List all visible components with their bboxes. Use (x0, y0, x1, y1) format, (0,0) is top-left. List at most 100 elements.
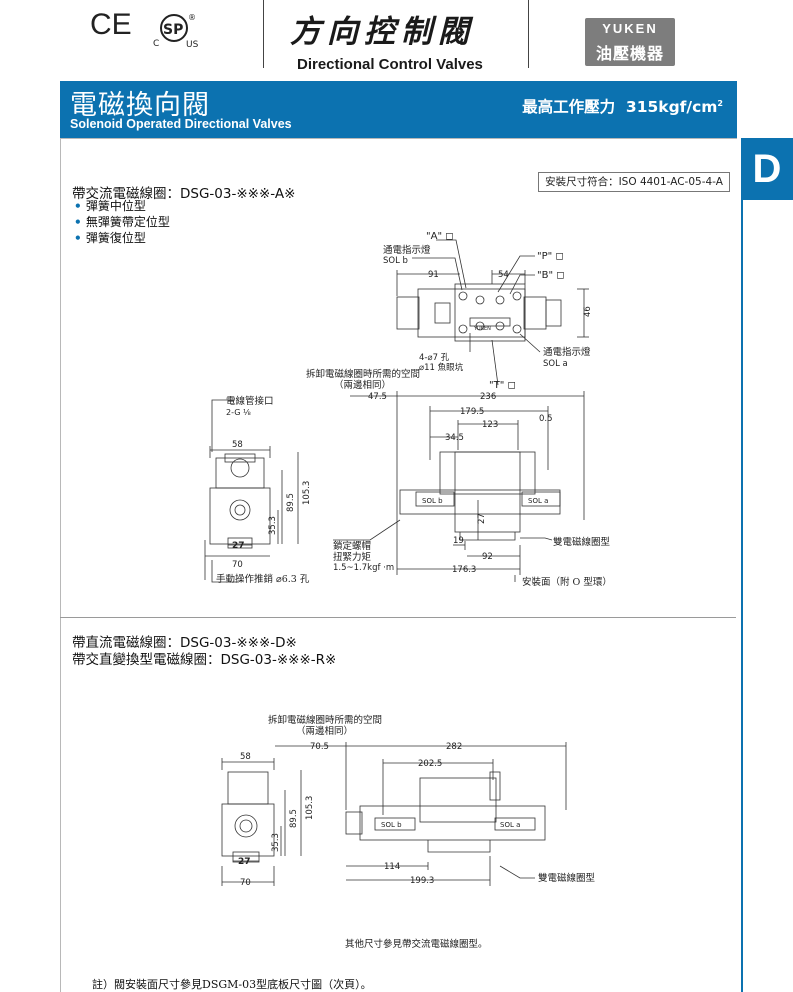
svg-text:YUKEN: YUKEN (473, 326, 491, 332)
svg-text:雙電磁線圈型: 雙電磁線圈型 (538, 872, 596, 884)
svg-text:電線管接口: 電線管接口 (226, 395, 274, 407)
svg-text:拆卸電磁線圈時所需的空間: 拆卸電磁線圈時所需的空間 (306, 368, 420, 380)
svg-text:105.3: 105.3 (305, 796, 315, 820)
dc-side-view-coil (227, 771, 269, 805)
svg-text:SP: SP (163, 22, 183, 38)
side-view-conduit (230, 458, 250, 478)
svg-text:27: 27 (477, 513, 487, 524)
header-divider-left (263, 0, 264, 68)
bullet-item: • 彈簧中位型 (74, 199, 146, 213)
svg-text:89.5: 89.5 (289, 809, 299, 828)
section-banner: 電磁換向閥 Solenoid Operated Directional Valv… (60, 81, 737, 138)
svg-text:35.3: 35.3 (268, 516, 278, 535)
svg-text:1.5~1.7kgf ·m: 1.5~1.7kgf ·m (333, 563, 394, 573)
svg-text:47.5: 47.5 (368, 392, 387, 402)
banner-title-en: Solenoid Operated Directional Valves (70, 117, 292, 131)
bullet-item: • 無彈簧帶定位型 (74, 215, 170, 229)
section-tab-d: D (741, 138, 793, 200)
svg-text:"T" ◻: "T" ◻ (489, 380, 516, 391)
svg-text:SOL b: SOL b (381, 821, 402, 829)
page-title-en: Directional Control Valves (297, 56, 483, 73)
svg-text:70: 70 (240, 878, 251, 888)
section2-drawing: 拆卸電磁線圈時所需的空間 （兩邊相同） 70.5 282 202.5 58 89… (221, 714, 596, 950)
dc-side-view-body (221, 803, 275, 857)
svg-text:176.3: 176.3 (452, 565, 476, 575)
svg-text:通電指示燈: 通電指示燈 (543, 346, 591, 358)
svg-text:SOL b: SOL b (422, 497, 443, 505)
svg-text:89.5: 89.5 (286, 493, 296, 512)
svg-text:C: C (153, 39, 159, 49)
solenoid-a-top (523, 296, 547, 330)
svg-text:拆卸電磁線圈時所需的空間: 拆卸電磁線圈時所需的空間 (268, 714, 382, 726)
section1-title: 帶交流電磁線圈：DSG-03-※※※-A※ (72, 186, 296, 202)
page-title-zh: 方向控制閥 (290, 14, 475, 50)
footnote: 註）閥安裝面尺寸參見DSGM-03型底板尺寸圖（次頁）。 (92, 978, 372, 991)
svg-text:（兩邊相同）: （兩邊相同） (334, 379, 391, 391)
valve-front-view-upper (439, 451, 536, 495)
section-separator (60, 617, 736, 618)
section1-drawing: "A" ◻ 通電指示燈 SOL b "P" ◻ "B" ◻ 4-⌀7 孔 ⌀11… (204, 231, 612, 588)
svg-text:US: US (186, 40, 199, 50)
max-pressure: 最高工作壓力 315kgf/cm2 (522, 98, 723, 116)
valve-top-view-body (417, 288, 526, 338)
svg-text:"A" ◻: "A" ◻ (426, 231, 454, 242)
svg-text:54: 54 (498, 270, 509, 280)
svg-text:扭緊力矩: 扭緊力矩 (333, 551, 372, 563)
svg-text:35.3: 35.3 (271, 833, 281, 852)
svg-text:27: 27 (232, 541, 245, 551)
solenoid-a-cap (545, 299, 562, 327)
svg-text:46: 46 (583, 306, 593, 317)
ce-mark: CE (90, 8, 132, 41)
solenoid-b-top (396, 296, 420, 330)
banner-title-zh: 電磁換向閥 (70, 90, 210, 121)
section2-title-dc: 帶直流電磁線圈：DSG-03-※※※-D※ (72, 635, 297, 651)
section2-title-rectified: 帶交直變換型電磁線圈：DSG-03-※※※-R※ (72, 652, 337, 668)
valve-front-view-body (454, 451, 521, 533)
svg-text:通電指示燈: 通電指示燈 (383, 244, 431, 256)
svg-text:"P" ◻: "P" ◻ (537, 251, 564, 262)
valve-top-view-body-center (454, 283, 526, 342)
svg-text:58: 58 (232, 440, 243, 450)
svg-text:SOL b: SOL b (383, 256, 408, 266)
frame-left (60, 138, 61, 992)
dc-solenoid-assembly (359, 805, 546, 841)
svg-text:SOL a: SOL a (528, 497, 548, 505)
svg-text:58: 58 (240, 752, 251, 762)
sol-b-coil-front (415, 491, 455, 507)
svg-text:"B" ◻: "B" ◻ (537, 270, 565, 281)
sol-a-coil-front (521, 491, 561, 507)
svg-text:114: 114 (384, 862, 400, 872)
svg-text:2-G ⅛: 2-G ⅛ (226, 408, 251, 417)
valve-side-view-body (209, 487, 271, 545)
svg-text:⌀11 魚眼坑: ⌀11 魚眼坑 (419, 362, 464, 373)
svg-text:19: 19 (453, 536, 464, 546)
svg-text:199.3: 199.3 (410, 876, 434, 886)
svg-text:70: 70 (232, 560, 243, 570)
svg-text:（兩邊相同）: （兩邊相同） (296, 725, 353, 737)
bullet-item: • 彈簧復位型 (74, 231, 146, 245)
svg-text:236: 236 (480, 392, 496, 402)
svg-text:雙電磁線圈型: 雙電磁線圈型 (553, 536, 611, 548)
yuken-logo: YUKEN 油壓機器 (585, 18, 675, 66)
frame-top (60, 138, 737, 139)
svg-text:123: 123 (482, 420, 498, 430)
iso-mounting-note: 安裝尺寸符合：ISO 4401-AC-05-4-A (538, 172, 730, 192)
svg-text:282: 282 (446, 742, 462, 752)
svg-text:鎖定螺帽: 鎖定螺帽 (333, 540, 371, 552)
dc-valve-upper (419, 777, 497, 823)
svg-text:SOL a: SOL a (543, 359, 568, 369)
side-view-coil (215, 457, 265, 489)
svg-text:27: 27 (238, 857, 251, 867)
svg-text:SOL a: SOL a (500, 821, 520, 829)
svg-text:179.5: 179.5 (460, 407, 484, 417)
svg-text:92: 92 (482, 552, 493, 562)
svg-text:70.5: 70.5 (310, 742, 329, 752)
svg-text:34.5: 34.5 (445, 433, 464, 443)
svg-text:105.3: 105.3 (302, 481, 312, 505)
dc-sol-a-coil (494, 817, 536, 831)
header-divider-right (528, 0, 529, 68)
dc-sol-b-coil (374, 817, 416, 831)
svg-text:4-⌀7 孔: 4-⌀7 孔 (419, 353, 450, 363)
section1-bullets: • 彈簧中位型 • 無彈簧帶定位型 • 彈簧復位型 (74, 198, 170, 246)
svg-text:手動操作推銷 ⌀6.3 孔: 手動操作推銷 ⌀6.3 孔 (216, 573, 310, 585)
